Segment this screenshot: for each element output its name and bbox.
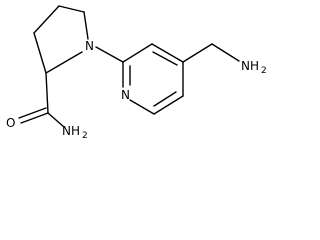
bond-pc6-pn	[129, 99, 155, 115]
amide-nh2-subscript: 2	[82, 131, 88, 141]
amide-nh2-label: NH 2	[62, 124, 88, 141]
bond-pc5-pc6-inner	[153, 91, 177, 107]
carbonyl-o-label: O	[6, 116, 15, 130]
carboxamide-group	[18, 72, 65, 128]
bond-c2-camide	[45, 72, 49, 114]
pyridine-n-label: N	[121, 88, 130, 102]
bond-c3-c4	[33, 5, 60, 34]
bond-n1-c2	[45, 51, 83, 74]
aminomethyl-nh2-subscript: 2	[261, 66, 267, 76]
bond-camide-o-2	[18, 107, 47, 119]
pyrrolidine-n-label: N	[85, 39, 94, 53]
bond-pc5-pc6	[153, 95, 184, 115]
amide-nh-text: NH	[62, 124, 80, 138]
bond-n1-pyridine-c2	[95, 46, 124, 63]
bond-pc3-pc4-inner	[152, 51, 178, 66]
molecule-drawing: N N O NH 2 NH 2	[6, 5, 267, 141]
bond-c5-n1	[83, 11, 89, 40]
aminomethyl-nh-text: NH	[241, 59, 259, 73]
bond-pc3-pc4	[151, 43, 184, 63]
bond-pc4-ch2	[182, 43, 213, 63]
bond-camide-o-1	[20, 112, 49, 124]
bond-ch2-n	[211, 43, 240, 62]
aminomethyl-nh2-label: NH 2	[241, 59, 267, 76]
bond-c2-c3	[33, 32, 47, 74]
bond-pc2-pc3	[122, 43, 153, 63]
bond-camide-n	[47, 112, 65, 128]
structure-diagram: N N O NH 2 NH 2	[6, 5, 267, 141]
pyridine-ring	[122, 43, 184, 115]
aminomethyl-group	[182, 43, 240, 63]
pyrrolidine-ring	[33, 5, 89, 74]
bond-c4-c5	[58, 5, 85, 13]
